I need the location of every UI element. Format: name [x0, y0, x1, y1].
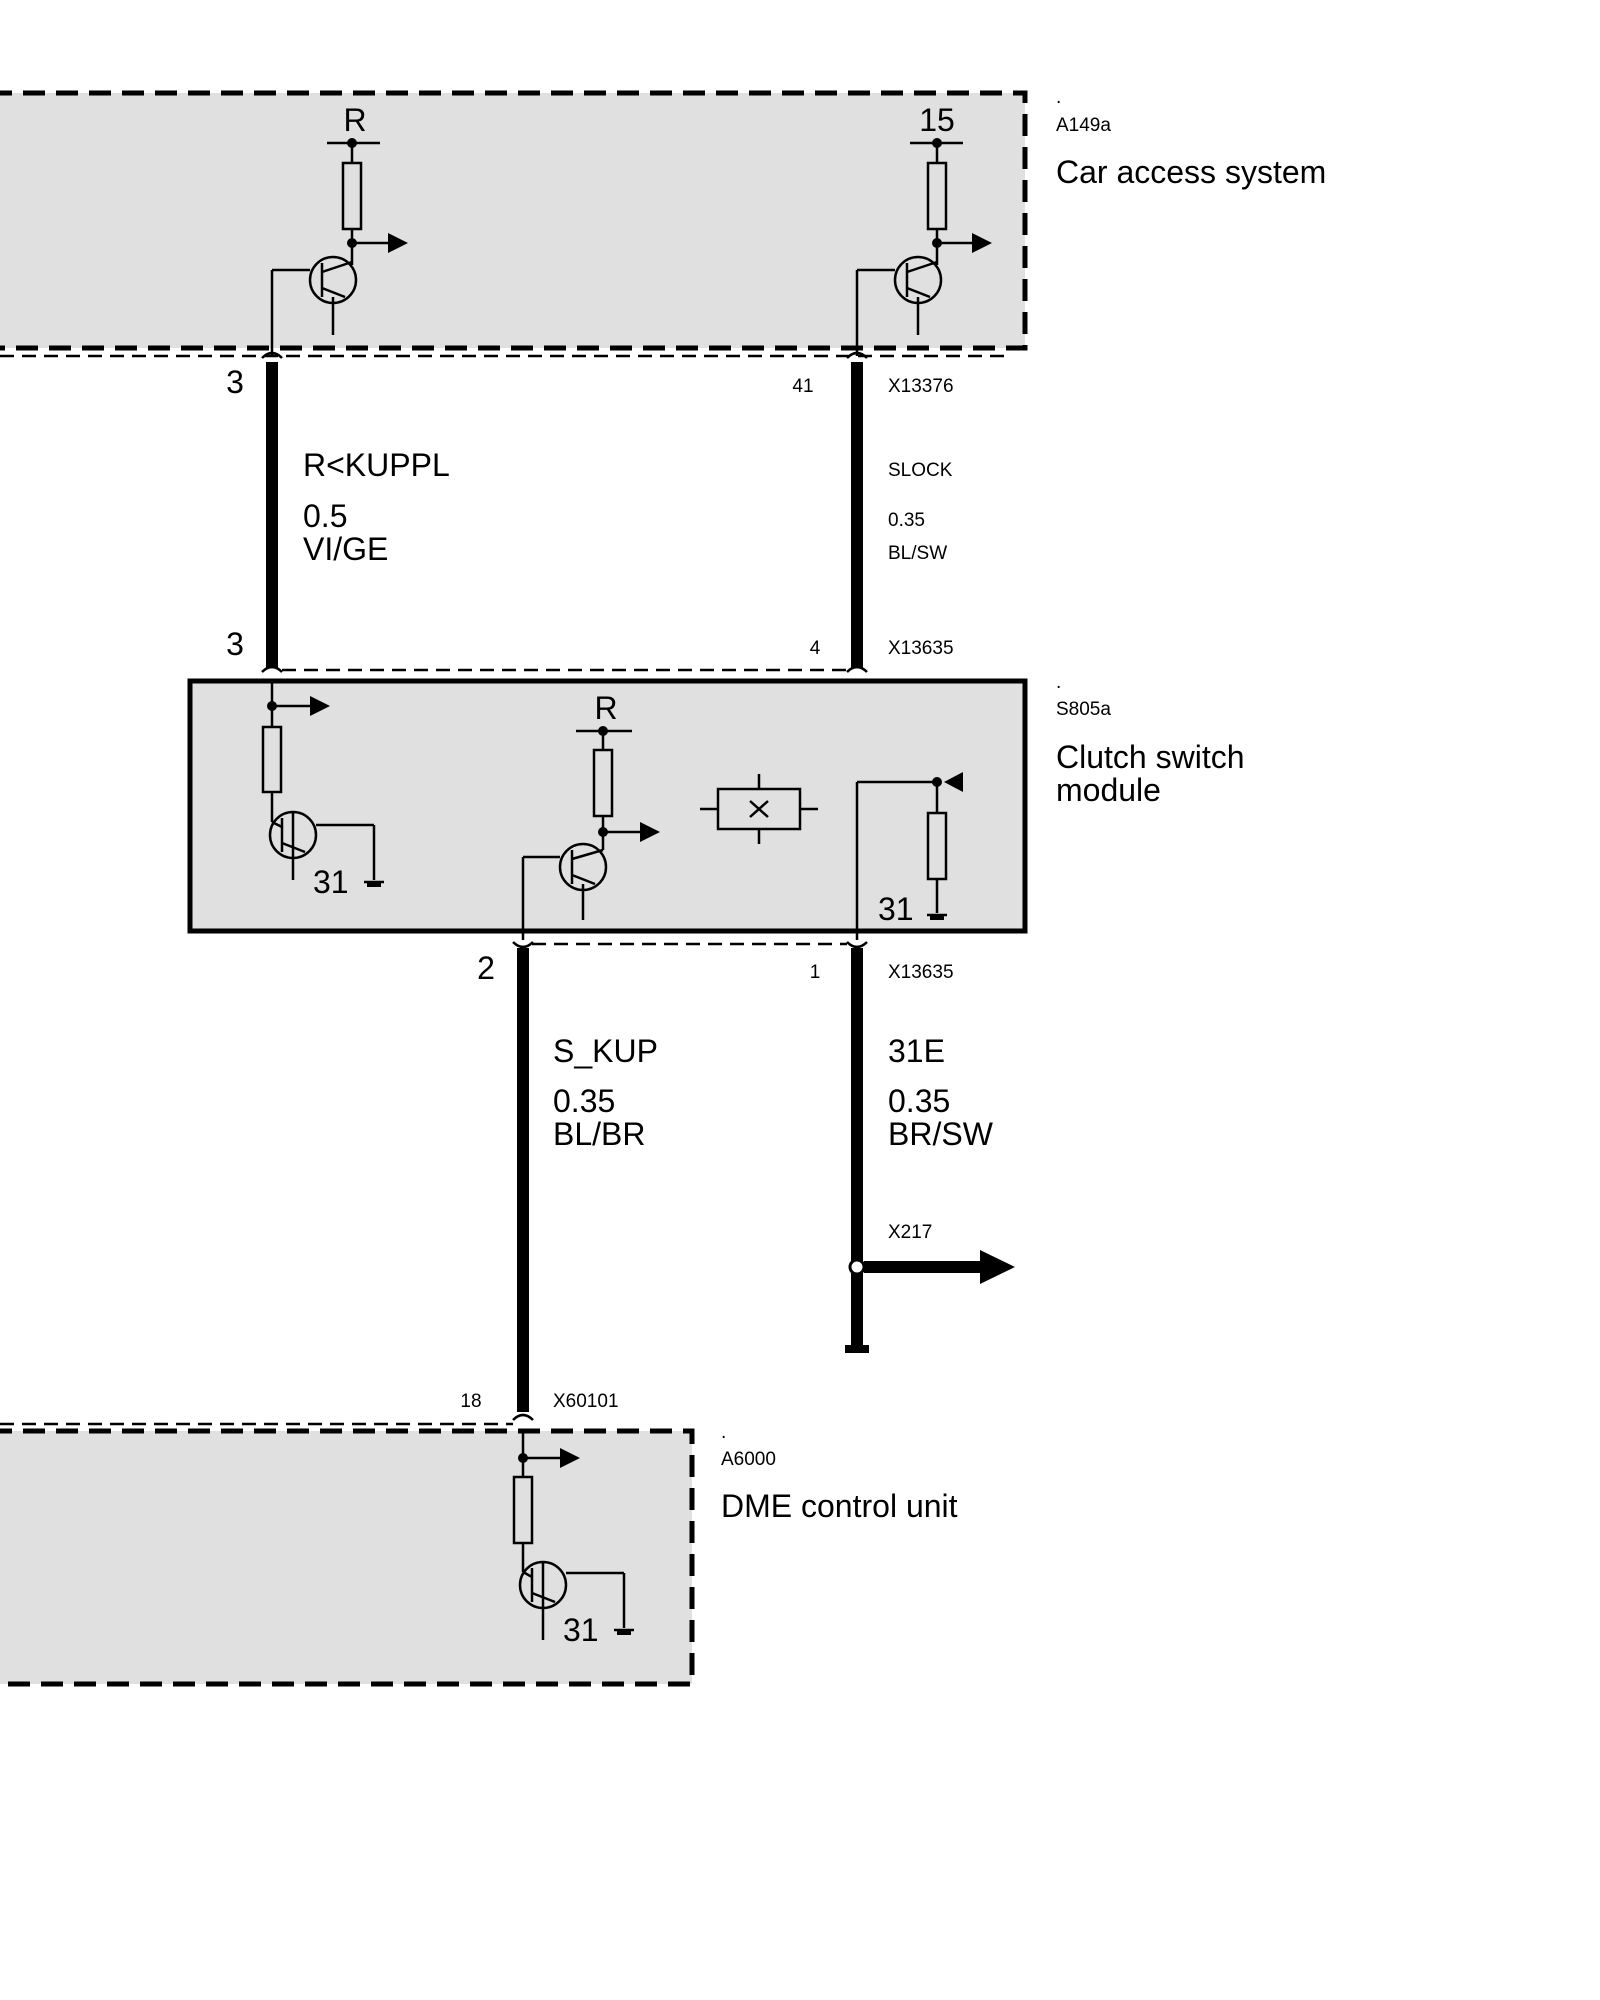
hall-sensor-icon — [700, 774, 818, 844]
wire-31e: 1 X13635 31E 0.35 BR/SW X217 — [810, 941, 1015, 1353]
wire-s-kup-size: 0.35 — [553, 1083, 615, 1119]
cas-component-name: Car access system — [1056, 154, 1326, 190]
clutch-right-ground-label: 31 — [878, 891, 914, 927]
cas-marker-dot: . — [1056, 87, 1061, 108]
wire-r-kuppl: 3 R<KUPPL 0.5 VI/GE 3 — [226, 351, 450, 673]
wire-s-kup-name: S_KUP — [553, 1033, 658, 1069]
ground-connector-id: X217 — [888, 1222, 932, 1243]
dme-component-code: A6000 — [721, 1449, 776, 1470]
clutch-bottom-left-pin: 2 — [477, 950, 495, 986]
dme-signal-arrow — [560, 1448, 580, 1468]
clutch-bottom-right-pin: 1 — [810, 962, 821, 983]
dme-marker-dot: . — [721, 1422, 726, 1443]
clutch-left-signal-arrow — [310, 696, 330, 716]
cas-left-pin: 3 — [226, 364, 244, 400]
clutch-bottom-connector-id: X13635 — [888, 962, 954, 983]
clutch-top-left-pin: 3 — [226, 626, 244, 662]
cas-right-supply-label: 15 — [919, 102, 955, 138]
clutch-right-input-arrow — [944, 772, 963, 792]
wire-31e-name: 31E — [888, 1033, 945, 1069]
cas-left-output-stage: R — [270, 102, 408, 356]
ground-splice-icon — [848, 1258, 866, 1276]
dme-control-unit: 31 . A6000 DME control unit — [0, 1422, 958, 1687]
dme-pin: 18 — [460, 1391, 481, 1412]
cas-connector-id: X13376 — [888, 376, 954, 397]
clutch-marker-dot: . — [1056, 672, 1061, 693]
dme-box — [0, 1428, 695, 1687]
clutch-right-ground-stage: 31 — [855, 772, 963, 940]
wire-31e-color: BR/SW — [888, 1116, 994, 1152]
clutch-top-connector-id: X13635 — [888, 638, 954, 659]
cas-component-code: A149a — [1056, 115, 1111, 136]
clutch-component-name-line2: module — [1056, 772, 1161, 808]
ground-symbol-icon — [845, 1345, 869, 1353]
clutch-middle-signal-arrow — [640, 822, 660, 842]
dme-connector-id: X60101 — [553, 1391, 619, 1412]
cas-right-output-stage: 15 — [855, 102, 992, 356]
cas-left-supply-label: R — [343, 102, 366, 138]
wire-r-kuppl-color: VI/GE — [303, 531, 388, 567]
cas-right-pin: 41 — [792, 376, 813, 397]
wire-s-kup-color: BL/BR — [553, 1116, 645, 1152]
dme-component-name: DME control unit — [721, 1488, 958, 1524]
clutch-component-code: S805a — [1056, 699, 1111, 720]
wire-31e-size: 0.35 — [888, 1083, 950, 1119]
dme-ground-label: 31 — [563, 1612, 599, 1648]
clutch-supply-label: R — [594, 690, 617, 726]
clutch-left-ground-label: 31 — [313, 864, 349, 900]
clutch-component-name-line1: Clutch switch — [1056, 739, 1245, 775]
wire-slock: 41 X13376 SLOCK 0.35 BL/SW 4 X13635 — [792, 351, 954, 673]
car-access-system-module: R 15 . A149a Car access system — [0, 87, 1326, 358]
clutch-left-input-stage: 31 — [261, 681, 384, 900]
wire-r-kuppl-name: R<KUPPL — [303, 447, 450, 483]
wire-s-kup: 2 S_KUP 0.35 BL/BR 18 X60101 — [460, 941, 658, 1421]
cas-right-signal-arrow — [972, 233, 992, 253]
clutch-middle-output-stage: R — [521, 690, 660, 940]
clutch-switch-box — [187, 678, 1028, 934]
wire-r-kuppl-size: 0.5 — [303, 498, 347, 534]
cas-left-signal-arrow — [388, 233, 408, 253]
ground-continuation-arrow — [980, 1250, 1015, 1284]
car-access-system-box — [0, 90, 1028, 351]
clutch-top-right-pin: 4 — [810, 638, 821, 659]
clutch-switch-module: 31 R — [187, 672, 1245, 940]
wire-slock-color: BL/SW — [888, 543, 947, 564]
wire-slock-name: SLOCK — [888, 460, 953, 481]
wire-slock-size: 0.35 — [888, 510, 925, 531]
